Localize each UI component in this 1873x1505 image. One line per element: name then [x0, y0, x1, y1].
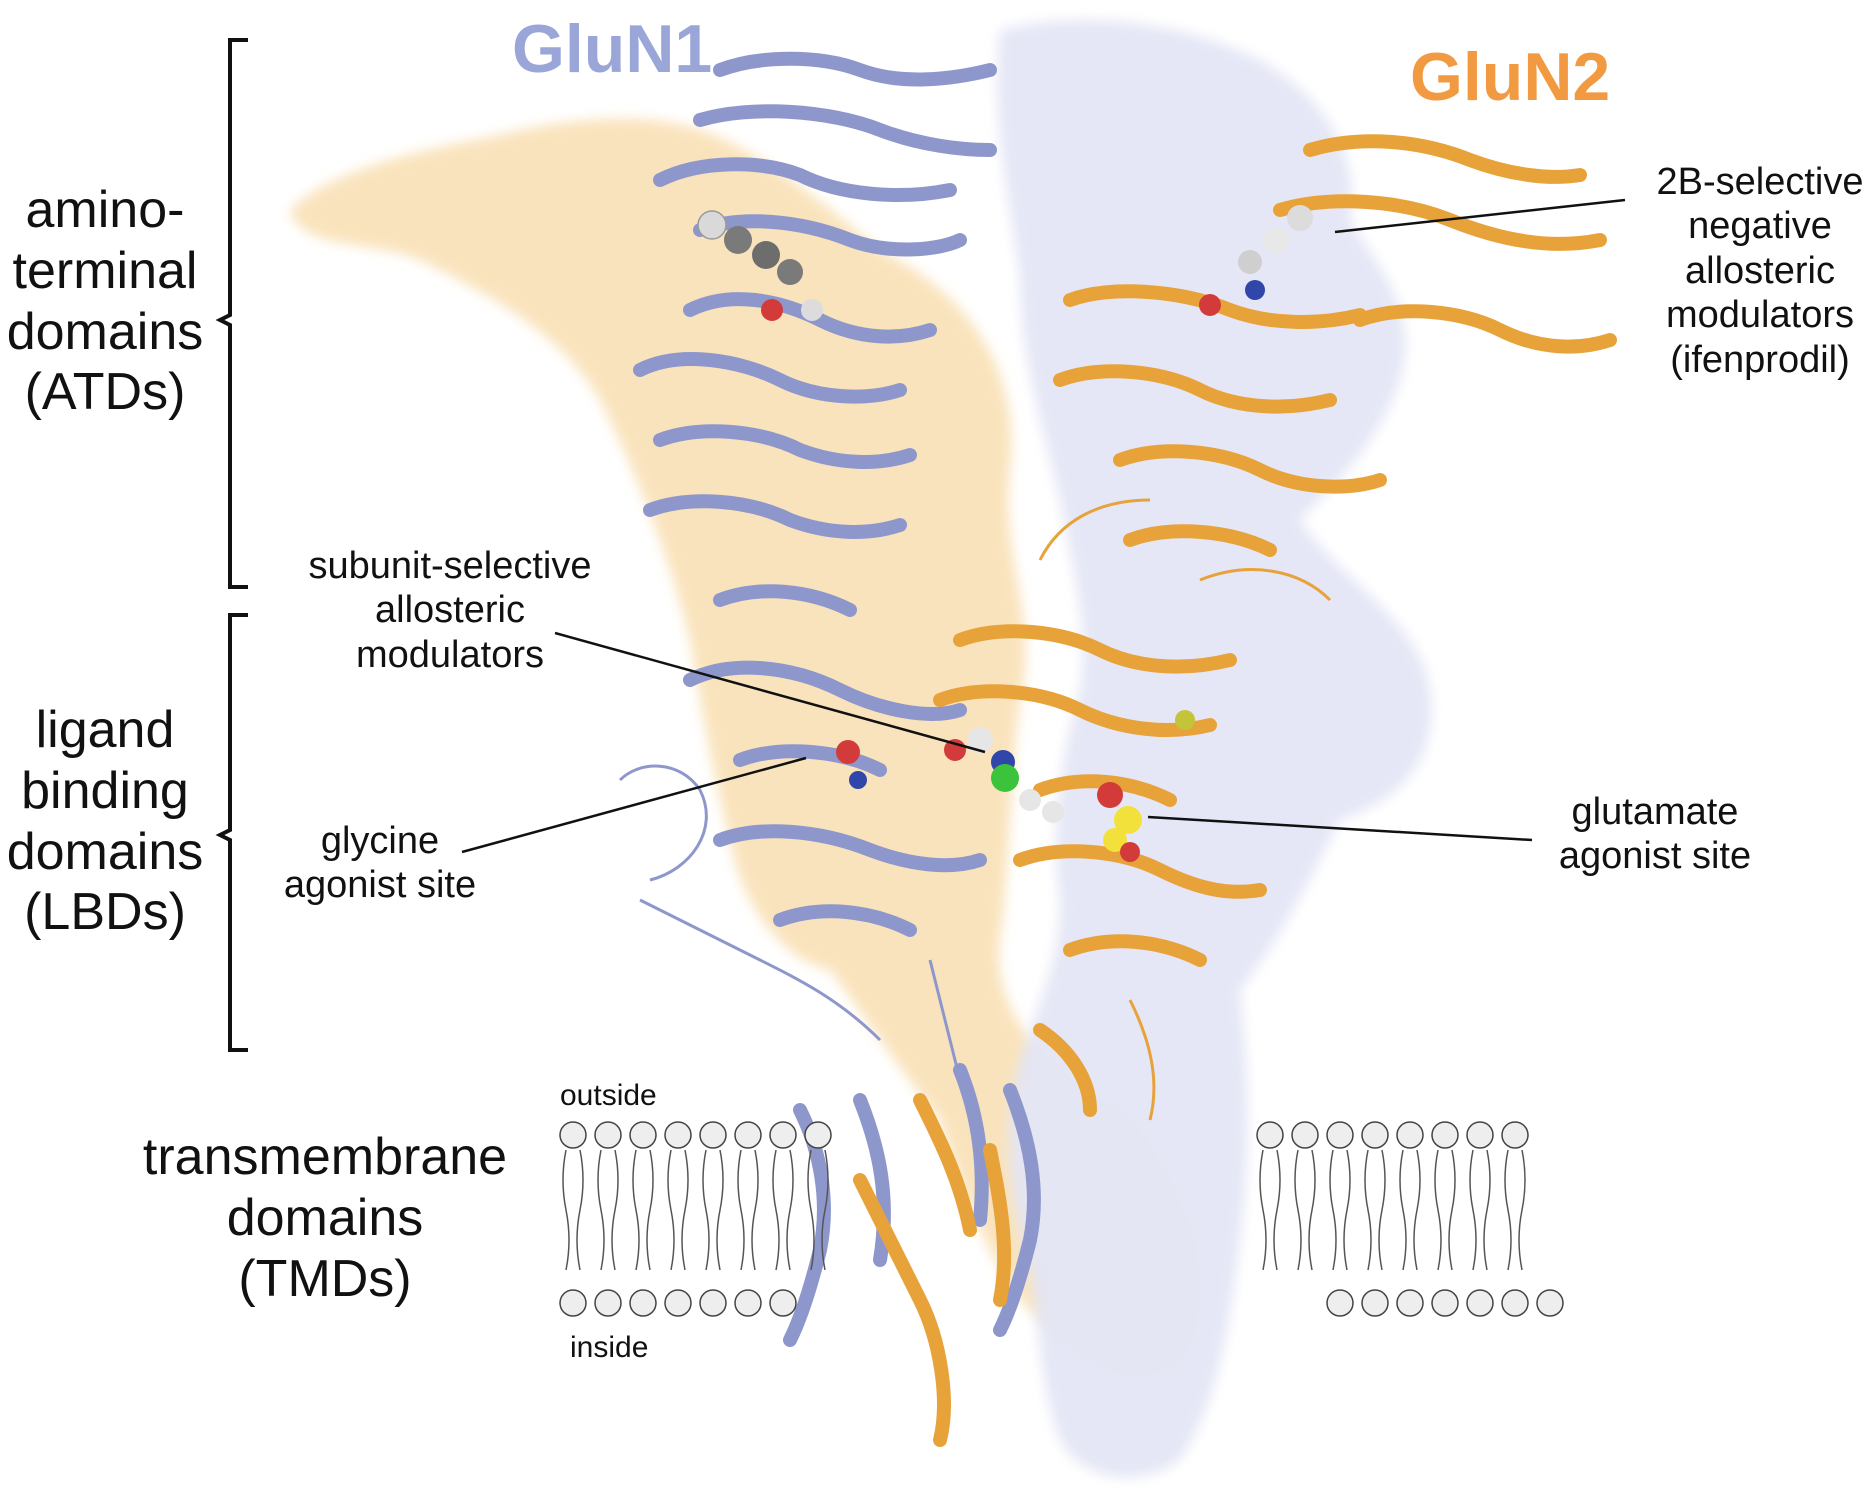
- glun1-ribbon: [633, 51, 1041, 1347]
- glycine-label: glycine agonist site: [255, 819, 505, 908]
- ifenprodil-line-5: (ifenprodil): [1670, 338, 1850, 381]
- ifenprodil-line-4: modulators: [1666, 294, 1854, 337]
- glutamate-line-1: glutamate: [1571, 791, 1739, 833]
- glycine-line-2: agonist site: [283, 864, 477, 907]
- inside-label: inside: [570, 1331, 649, 1364]
- glycine-line-1: glycine: [320, 820, 440, 862]
- subunit-selective-line-1: subunit-selective: [308, 545, 592, 587]
- glun2-loops: [1038, 498, 1332, 1121]
- tmd-label: transmembrane domains (TMDs): [120, 1127, 530, 1309]
- membrane-left: [559, 1121, 832, 1317]
- ifenprodil-line-2: negative: [1688, 205, 1832, 248]
- ifenprodil-pointer-line: [1334, 198, 1626, 234]
- atd-line-3: domains: [6, 302, 204, 361]
- glun1-title: GluN1: [512, 11, 713, 87]
- tmd-line-2: domains: [226, 1188, 424, 1247]
- outside-label: outside: [560, 1079, 657, 1112]
- tmd-line-3: (TMDs): [238, 1249, 412, 1308]
- glun2-title: GluN2: [1410, 39, 1611, 115]
- atd-line-4: (ATDs): [24, 363, 186, 422]
- membrane-right: [1256, 1121, 1564, 1317]
- subunit-selective-pointer-line: [554, 631, 986, 754]
- atd-line-1: amino-: [25, 181, 185, 239]
- lbd-line-4: (LBDs): [24, 883, 186, 942]
- ifenprodil-line-1: 2B-selective: [1656, 161, 1864, 203]
- atd-line-2: terminal: [12, 241, 198, 300]
- glun1-loops: [618, 764, 962, 1081]
- annotation-lines: [461, 198, 1626, 854]
- lbd-line-1: ligand: [35, 701, 175, 759]
- ifenprodil-label: 2B-selective negative allosteric modulat…: [1620, 160, 1873, 382]
- subunit-selective-label: subunit-selective allosteric modulators: [270, 544, 630, 677]
- glun1-back-surface: [997, 20, 1432, 1478]
- ifenprodil-line-3: allosteric: [1685, 249, 1835, 292]
- subunit-selective-line-3: modulators: [356, 633, 544, 676]
- lbd-line-2: binding: [21, 761, 189, 820]
- tmd-line-1: transmembrane: [142, 1128, 508, 1186]
- glun2-back-surface: [290, 118, 1199, 1374]
- glycine-pointer-line: [461, 756, 807, 854]
- bracket-lbd: [215, 613, 248, 1052]
- atd-label: amino- terminal domains (ATDs): [0, 180, 210, 423]
- subunit-selective-line-2: allosteric: [375, 589, 525, 632]
- glun2-ribbon: [853, 134, 1617, 1447]
- bracket-atd: [215, 38, 248, 589]
- domain-brackets: [215, 38, 248, 1052]
- glutamate-pointer-line: [1147, 815, 1533, 842]
- lbd-label: ligand binding domains (LBDs): [0, 700, 210, 943]
- glutamate-label: glutamate agonist site: [1535, 790, 1775, 879]
- lbd-line-3: domains: [6, 822, 204, 881]
- glutamate-line-2: agonist site: [1558, 835, 1752, 878]
